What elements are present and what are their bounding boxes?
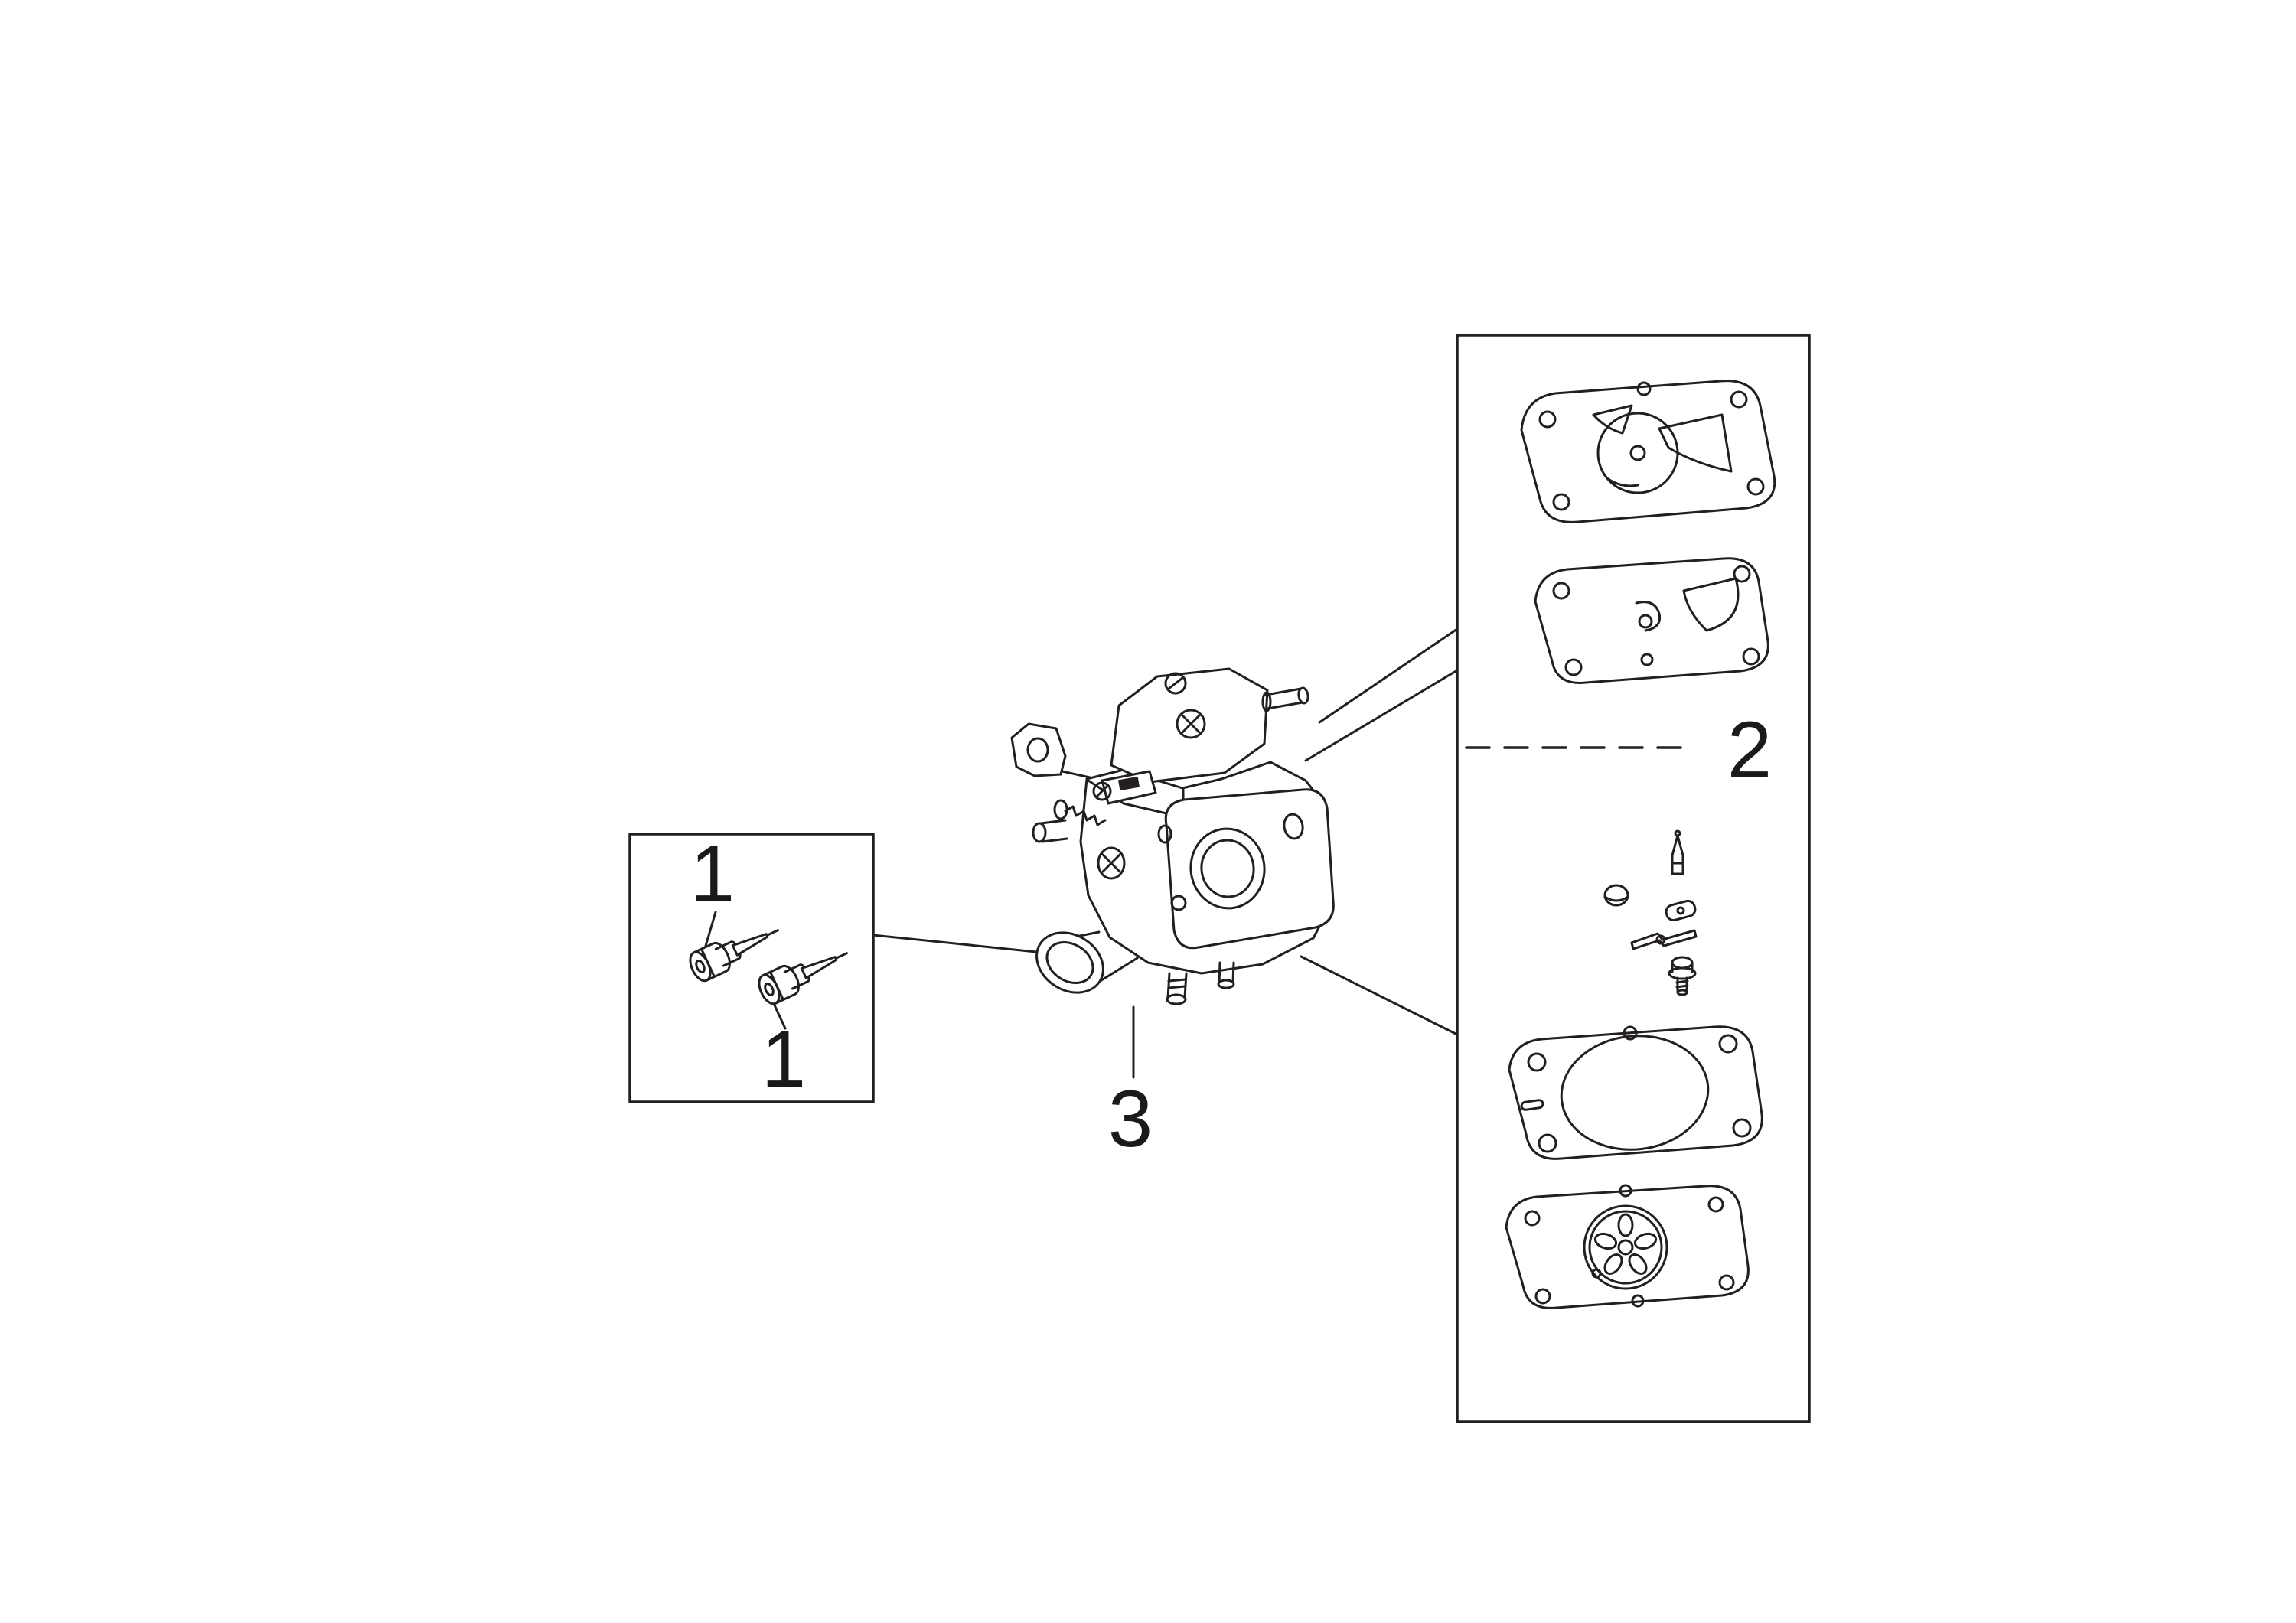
metering-lever bbox=[1630, 929, 1698, 950]
leader-box1-to-carb bbox=[872, 934, 1038, 953]
leader-callout-1-top bbox=[703, 911, 717, 953]
carburetor-bracket bbox=[1010, 722, 1091, 779]
callout-2: 2 bbox=[1727, 706, 1772, 795]
throttle-shaft-stub bbox=[1032, 819, 1068, 843]
pump-gasket bbox=[1508, 1025, 1763, 1160]
callout-1-bottom: 1 bbox=[762, 1015, 806, 1104]
repair-kit-box bbox=[1456, 334, 1811, 1423]
leader-lines bbox=[703, 627, 1459, 1079]
venturi-bore-inner bbox=[1200, 839, 1255, 898]
flange-bolt-hole-bottom bbox=[1170, 895, 1187, 911]
throttle-detail bbox=[1092, 770, 1157, 805]
bottom-nipples bbox=[1166, 961, 1235, 1005]
carburetor-flange bbox=[1157, 788, 1335, 950]
fuel-inlet-nipple bbox=[1261, 686, 1309, 712]
callout-1-top: 1 bbox=[690, 829, 735, 919]
leader-carb-to-kit-upper-1 bbox=[1318, 627, 1459, 724]
pump-diaphragm bbox=[1505, 1184, 1750, 1309]
intake-spigot bbox=[1035, 930, 1139, 994]
metering-diaphragm bbox=[1520, 380, 1776, 523]
repair-kit-contents bbox=[1465, 380, 1776, 1309]
idle-adjuster bbox=[1053, 799, 1126, 880]
kit-small-parts bbox=[1603, 829, 1698, 996]
throttle-screw bbox=[1092, 781, 1112, 801]
throttle-swivel-block bbox=[1117, 776, 1140, 791]
flange-bolt-hole-top bbox=[1283, 813, 1304, 840]
body-port-hole bbox=[1157, 824, 1172, 844]
needle-screws-box bbox=[628, 833, 875, 1103]
cover-screw bbox=[1176, 709, 1206, 739]
inlet-needle bbox=[1671, 829, 1684, 875]
leader-carb-to-kit-lower bbox=[1300, 955, 1459, 1036]
carburetor-drawing bbox=[1010, 667, 1335, 1005]
callout-3: 3 bbox=[1108, 1074, 1153, 1164]
metering-gasket-sheet bbox=[1534, 557, 1769, 684]
lever-pin bbox=[1665, 899, 1697, 922]
venturi-bore-outer bbox=[1189, 827, 1266, 910]
top-screw bbox=[1164, 672, 1187, 695]
carburetor-cover bbox=[1110, 667, 1269, 784]
leader-carb-to-kit-upper-2 bbox=[1304, 669, 1459, 762]
lever-screw bbox=[1668, 956, 1697, 996]
needle-screw-2 bbox=[754, 938, 855, 1009]
check-valve-cap bbox=[1603, 884, 1629, 907]
